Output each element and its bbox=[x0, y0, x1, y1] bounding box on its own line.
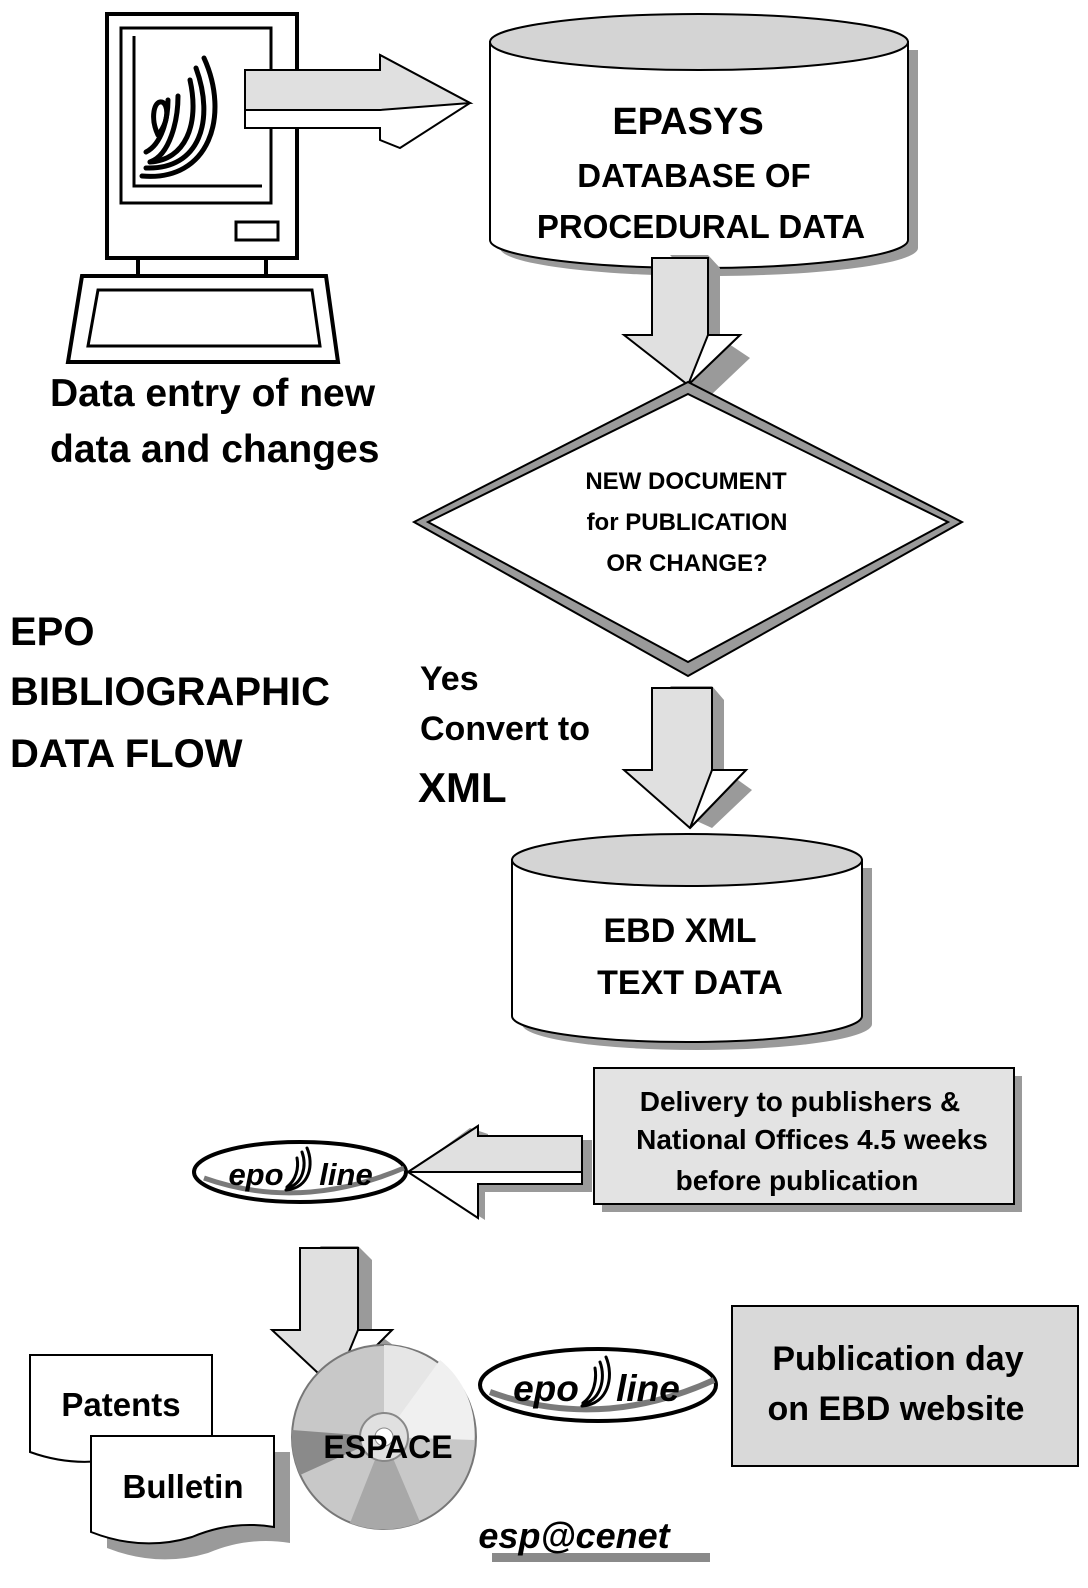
xml-label: XML bbox=[418, 764, 507, 811]
espace-cd-icon bbox=[291, 1344, 477, 1530]
epoline-top-epo: epo bbox=[228, 1157, 283, 1192]
decision-line3: OR CHANGE? bbox=[606, 550, 767, 577]
data-entry-line2: data and changes bbox=[50, 428, 380, 471]
epoline-top-line: line bbox=[319, 1157, 372, 1192]
espacenet-label: esp@cenet bbox=[478, 1515, 671, 1556]
arrow-to-epasys bbox=[244, 53, 474, 150]
arrow-decision-to-ebd bbox=[621, 686, 752, 830]
yes-label: Yes bbox=[420, 660, 479, 698]
bulletin-label: Bulletin bbox=[123, 1468, 244, 1505]
epoline-bottom-line: line bbox=[616, 1368, 680, 1409]
bulletin-page bbox=[90, 1435, 290, 1560]
epo-logo-icon bbox=[139, 55, 218, 179]
arrow-epasys-to-decision bbox=[621, 255, 750, 396]
publication-day-box bbox=[731, 1305, 1079, 1467]
delivery-line3: before publication bbox=[676, 1165, 919, 1196]
diagram-title-line3: DATA FLOW bbox=[10, 732, 243, 776]
decision-diamond bbox=[411, 380, 965, 678]
epasys-cylinder bbox=[489, 13, 918, 276]
convert-to-label: Convert to bbox=[420, 710, 590, 748]
espace-label: ESPACE bbox=[323, 1429, 452, 1465]
epoline-logo-top bbox=[192, 1140, 408, 1204]
diagram-title-line1: EPO bbox=[10, 610, 95, 654]
epasys-title: EPASYS bbox=[612, 101, 763, 143]
epasys-line1: DATABASE OF bbox=[577, 157, 810, 194]
epoline-logo-bottom bbox=[478, 1347, 718, 1423]
ebd-line1: EBD XML bbox=[604, 912, 757, 950]
espacenet-logo bbox=[492, 1553, 710, 1562]
epoline-bottom-epo: epo bbox=[513, 1368, 579, 1409]
computer-icon bbox=[65, 12, 341, 364]
decision-line1: NEW DOCUMENT bbox=[585, 468, 787, 495]
publication-line2: on EBD website bbox=[768, 1390, 1025, 1428]
epasys-line2: PROCEDURAL DATA bbox=[537, 208, 865, 245]
decision-line2: for PUBLICATION bbox=[587, 509, 788, 536]
delivery-line1: Delivery to publishers & bbox=[640, 1086, 961, 1117]
arrow-delivery-to-epoline bbox=[404, 1124, 592, 1220]
ebd-cylinder bbox=[511, 833, 872, 1050]
diagram-title-line2: BIBLIOGRAPHIC bbox=[10, 670, 330, 714]
patents-label: Patents bbox=[61, 1386, 180, 1423]
ebd-line2: TEXT DATA bbox=[597, 964, 783, 1002]
data-entry-line1: Data entry of new bbox=[50, 372, 376, 415]
delivery-box bbox=[593, 1067, 1022, 1212]
delivery-line2: National Offices 4.5 weeks bbox=[636, 1124, 988, 1155]
publication-line1: Publication day bbox=[772, 1340, 1023, 1378]
